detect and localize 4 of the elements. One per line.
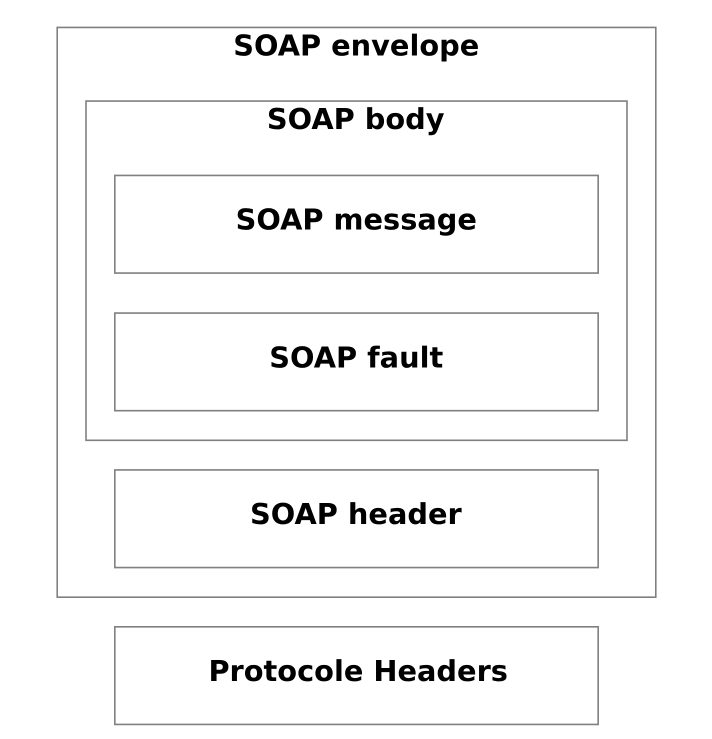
node-box: SOAP header bbox=[114, 469, 598, 568]
node-box: Protocole Headers bbox=[114, 626, 598, 726]
node-box: SOAP fault bbox=[114, 312, 598, 412]
node-box: SOAP message bbox=[114, 174, 598, 274]
